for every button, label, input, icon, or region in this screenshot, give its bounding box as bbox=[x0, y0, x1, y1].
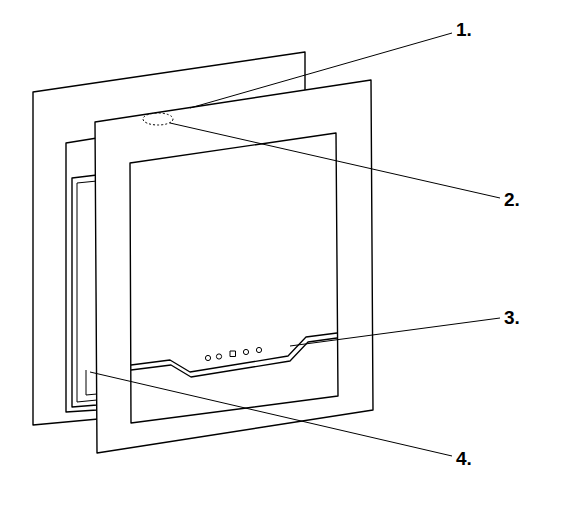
leader-line bbox=[90, 372, 452, 456]
callout-number: 4. bbox=[456, 449, 472, 468]
leader-line bbox=[190, 33, 452, 108]
control-button bbox=[256, 347, 261, 352]
sensor-marker bbox=[143, 113, 173, 125]
firebox-glass-edge bbox=[77, 181, 97, 402]
callout-number: 1. bbox=[456, 20, 472, 39]
control-button bbox=[243, 349, 248, 354]
control-button bbox=[216, 354, 221, 359]
control-button bbox=[205, 355, 210, 360]
firebox-inner bbox=[72, 175, 97, 407]
callout-number: 2. bbox=[504, 190, 520, 209]
control-display bbox=[230, 351, 236, 357]
firebox-body bbox=[66, 138, 97, 412]
callout-number: 3. bbox=[504, 308, 520, 327]
front-window bbox=[130, 133, 338, 423]
front-frame bbox=[95, 80, 373, 453]
leader-line bbox=[170, 123, 500, 198]
leader-line bbox=[290, 318, 500, 346]
